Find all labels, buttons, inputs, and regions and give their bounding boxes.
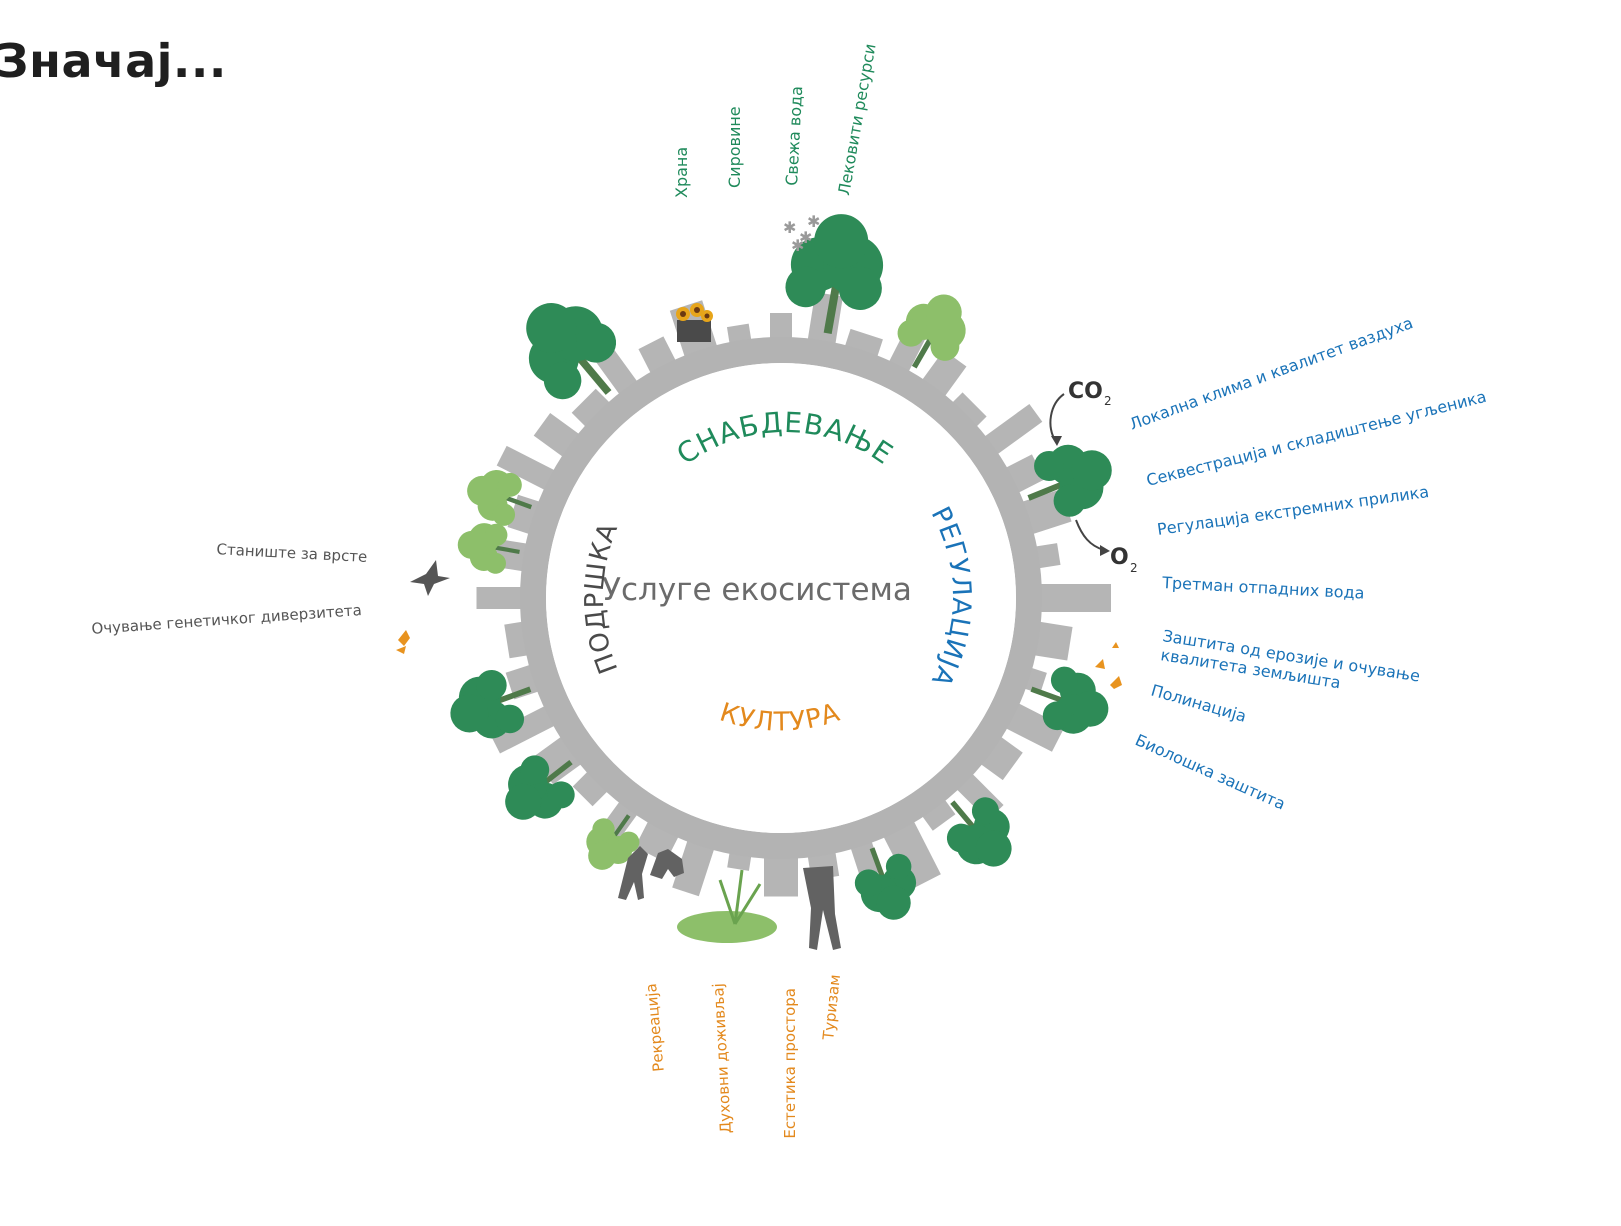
service-label: Рекреација <box>642 983 668 1073</box>
service-label: Туризам <box>819 974 844 1042</box>
trees-group <box>450 214 1112 920</box>
service-label: Биолошка заштита <box>1132 730 1288 813</box>
service-label: Третман отпадних вода <box>1161 573 1365 603</box>
tree-icon <box>467 469 533 526</box>
page-title: Значај... <box>0 34 227 88</box>
co2-subscript: 2 <box>1104 394 1112 408</box>
butterfly-icon <box>396 630 1122 689</box>
building-shape <box>571 388 617 434</box>
ring-inner <box>546 363 1016 833</box>
service-label: Духовни доживљај <box>709 983 735 1134</box>
snowflake-icon: ✱✱✱✱ <box>783 212 820 255</box>
svg-text:✱: ✱ <box>791 236 804 255</box>
tree-icon <box>1030 666 1109 734</box>
tree-icon <box>1027 444 1112 517</box>
tree-icon <box>897 294 966 369</box>
o2-text: O <box>1110 545 1129 570</box>
building-shape <box>1030 584 1111 612</box>
service-label: Очување генетичког диверзитета <box>91 601 362 638</box>
tree-icon <box>457 523 520 574</box>
tree-icon <box>505 755 575 820</box>
co2-text: CO <box>1068 379 1103 404</box>
building-shape <box>945 392 987 434</box>
sunflower-icon <box>676 303 713 342</box>
service-label: Сировине <box>725 106 744 188</box>
service-label: Храна <box>672 147 691 198</box>
center-label: Услуге екосистема <box>602 572 912 608</box>
service-label: Естетика простора <box>781 988 799 1139</box>
svg-text:✱: ✱ <box>783 218 796 237</box>
o2-subscript: 2 <box>1130 561 1138 575</box>
bird-icon <box>410 560 450 596</box>
o2-label: O 2 <box>1075 519 1138 575</box>
person-icon <box>618 846 841 950</box>
svg-text:✱: ✱ <box>799 228 812 247</box>
tree-icon <box>785 214 884 335</box>
co2-label: CO 2 <box>1049 379 1112 446</box>
tree-icon <box>946 797 1012 867</box>
building-shape <box>489 701 565 754</box>
service-label: Лековити ресурси <box>834 42 879 197</box>
flower-bush-icon <box>677 869 777 943</box>
svg-text:✱: ✱ <box>807 212 820 231</box>
service-label: Свежа вода <box>782 86 806 187</box>
tree-icon <box>526 303 617 400</box>
tree-icon <box>854 847 917 920</box>
tree-icon <box>450 669 532 739</box>
tree-icon <box>586 814 640 870</box>
ring-band <box>520 337 1042 859</box>
service-label: Станиште за врсте <box>216 540 368 566</box>
service-label: Регулација екстремних прилика <box>1156 482 1430 539</box>
building-shape <box>476 587 532 609</box>
service-label: Полинација <box>1149 681 1249 726</box>
